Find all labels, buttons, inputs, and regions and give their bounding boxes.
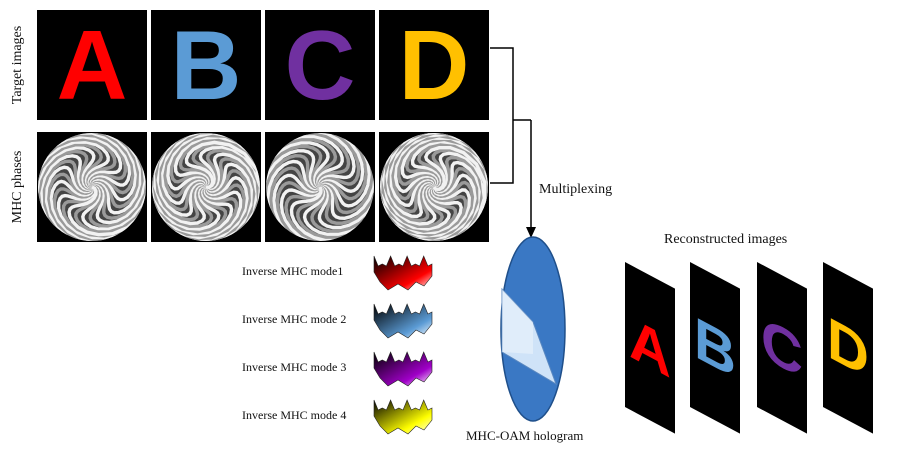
target-letter: D — [398, 10, 470, 120]
target-letter: B — [170, 10, 242, 120]
reconstructed-image-a: A — [625, 262, 675, 434]
reconstructed-letter: B — [694, 304, 736, 392]
inverse-mode-1-wavefront — [373, 255, 433, 291]
inverse-mode-2-label: Inverse MHC mode 2 — [242, 312, 347, 326]
target-image-b: B — [151, 10, 261, 120]
mhc-phase-1 — [37, 132, 147, 242]
hologram-label: MHC-OAM hologram — [466, 428, 584, 443]
inverse-mode-2-wavefront — [373, 303, 433, 339]
reconstructed-letter: A — [629, 304, 671, 392]
mhc-phase-4 — [379, 132, 489, 242]
target-images-label: Target images — [10, 25, 25, 105]
mhc-phase-2 — [151, 132, 261, 242]
reconstructed-image-c: C — [757, 262, 807, 434]
target-image-a: A — [37, 10, 147, 120]
inverse-mode-3-wavefront — [373, 351, 433, 387]
inverse-mode-1-label: Inverse MHC mode1 — [242, 264, 344, 278]
hologram-disk — [500, 236, 566, 422]
reconstructed-letter: D — [827, 304, 869, 392]
target-image-c: C — [265, 10, 375, 120]
reconstructed-image-d: D — [823, 262, 873, 434]
reconstructed-letter: C — [761, 304, 803, 392]
inverse-mode-3-label: Inverse MHC mode 3 — [242, 360, 347, 374]
mhc-phases-label: MHC phases — [10, 150, 25, 224]
target-letter: C — [284, 10, 356, 120]
reconstructed-title: Reconstructed images — [664, 232, 788, 247]
multiplexing-connector — [490, 47, 536, 238]
mhc-phase-3 — [265, 132, 375, 242]
reconstructed-image-b: B — [690, 262, 740, 434]
target-image-d: D — [379, 10, 489, 120]
inverse-mode-4-label: Inverse MHC mode 4 — [242, 408, 347, 422]
inverse-mode-4-wavefront — [373, 399, 433, 435]
multiplexing-label: Multiplexing — [539, 182, 613, 197]
target-letter: A — [56, 10, 128, 120]
